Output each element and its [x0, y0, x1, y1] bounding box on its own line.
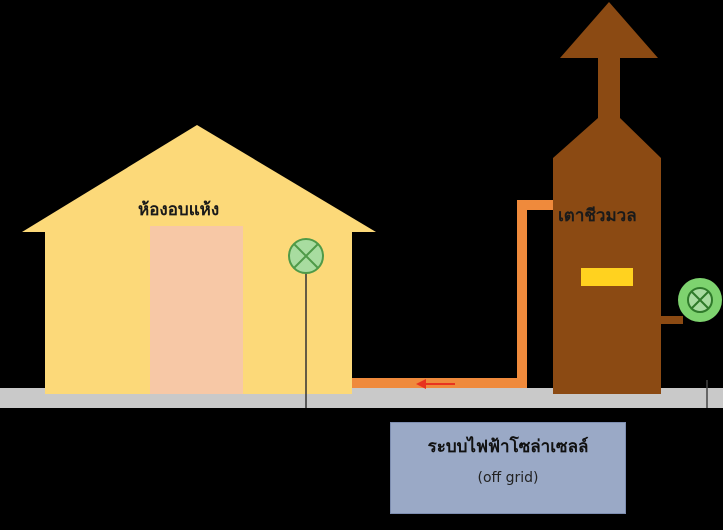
drying-room-label: ห้องอบแห้ง	[138, 200, 220, 220]
stove-lamp-arm	[661, 316, 683, 324]
heat-pipe	[352, 200, 556, 388]
biomass-stove-label: เตาชีวมวล	[558, 206, 637, 226]
solar-system-box: ระบบไฟฟ้าโซล่าเซลล์ (off grid)	[390, 422, 626, 514]
biomass-stove	[553, 2, 683, 394]
stove-body	[553, 90, 661, 394]
house-door	[150, 226, 243, 394]
drying-room	[22, 125, 376, 394]
solar-system-subtitle: (off grid)	[477, 470, 539, 486]
stove-slot	[581, 268, 633, 286]
stove-lamp-icon	[678, 278, 722, 322]
exhaust-arrow-up-icon	[560, 2, 658, 95]
house-lamp-icon	[288, 238, 324, 274]
solar-system-title: ระบบไฟฟ้าโซล่าเซลล์	[427, 437, 589, 457]
house-roof	[22, 125, 376, 232]
arrow-left-icon	[416, 379, 455, 389]
